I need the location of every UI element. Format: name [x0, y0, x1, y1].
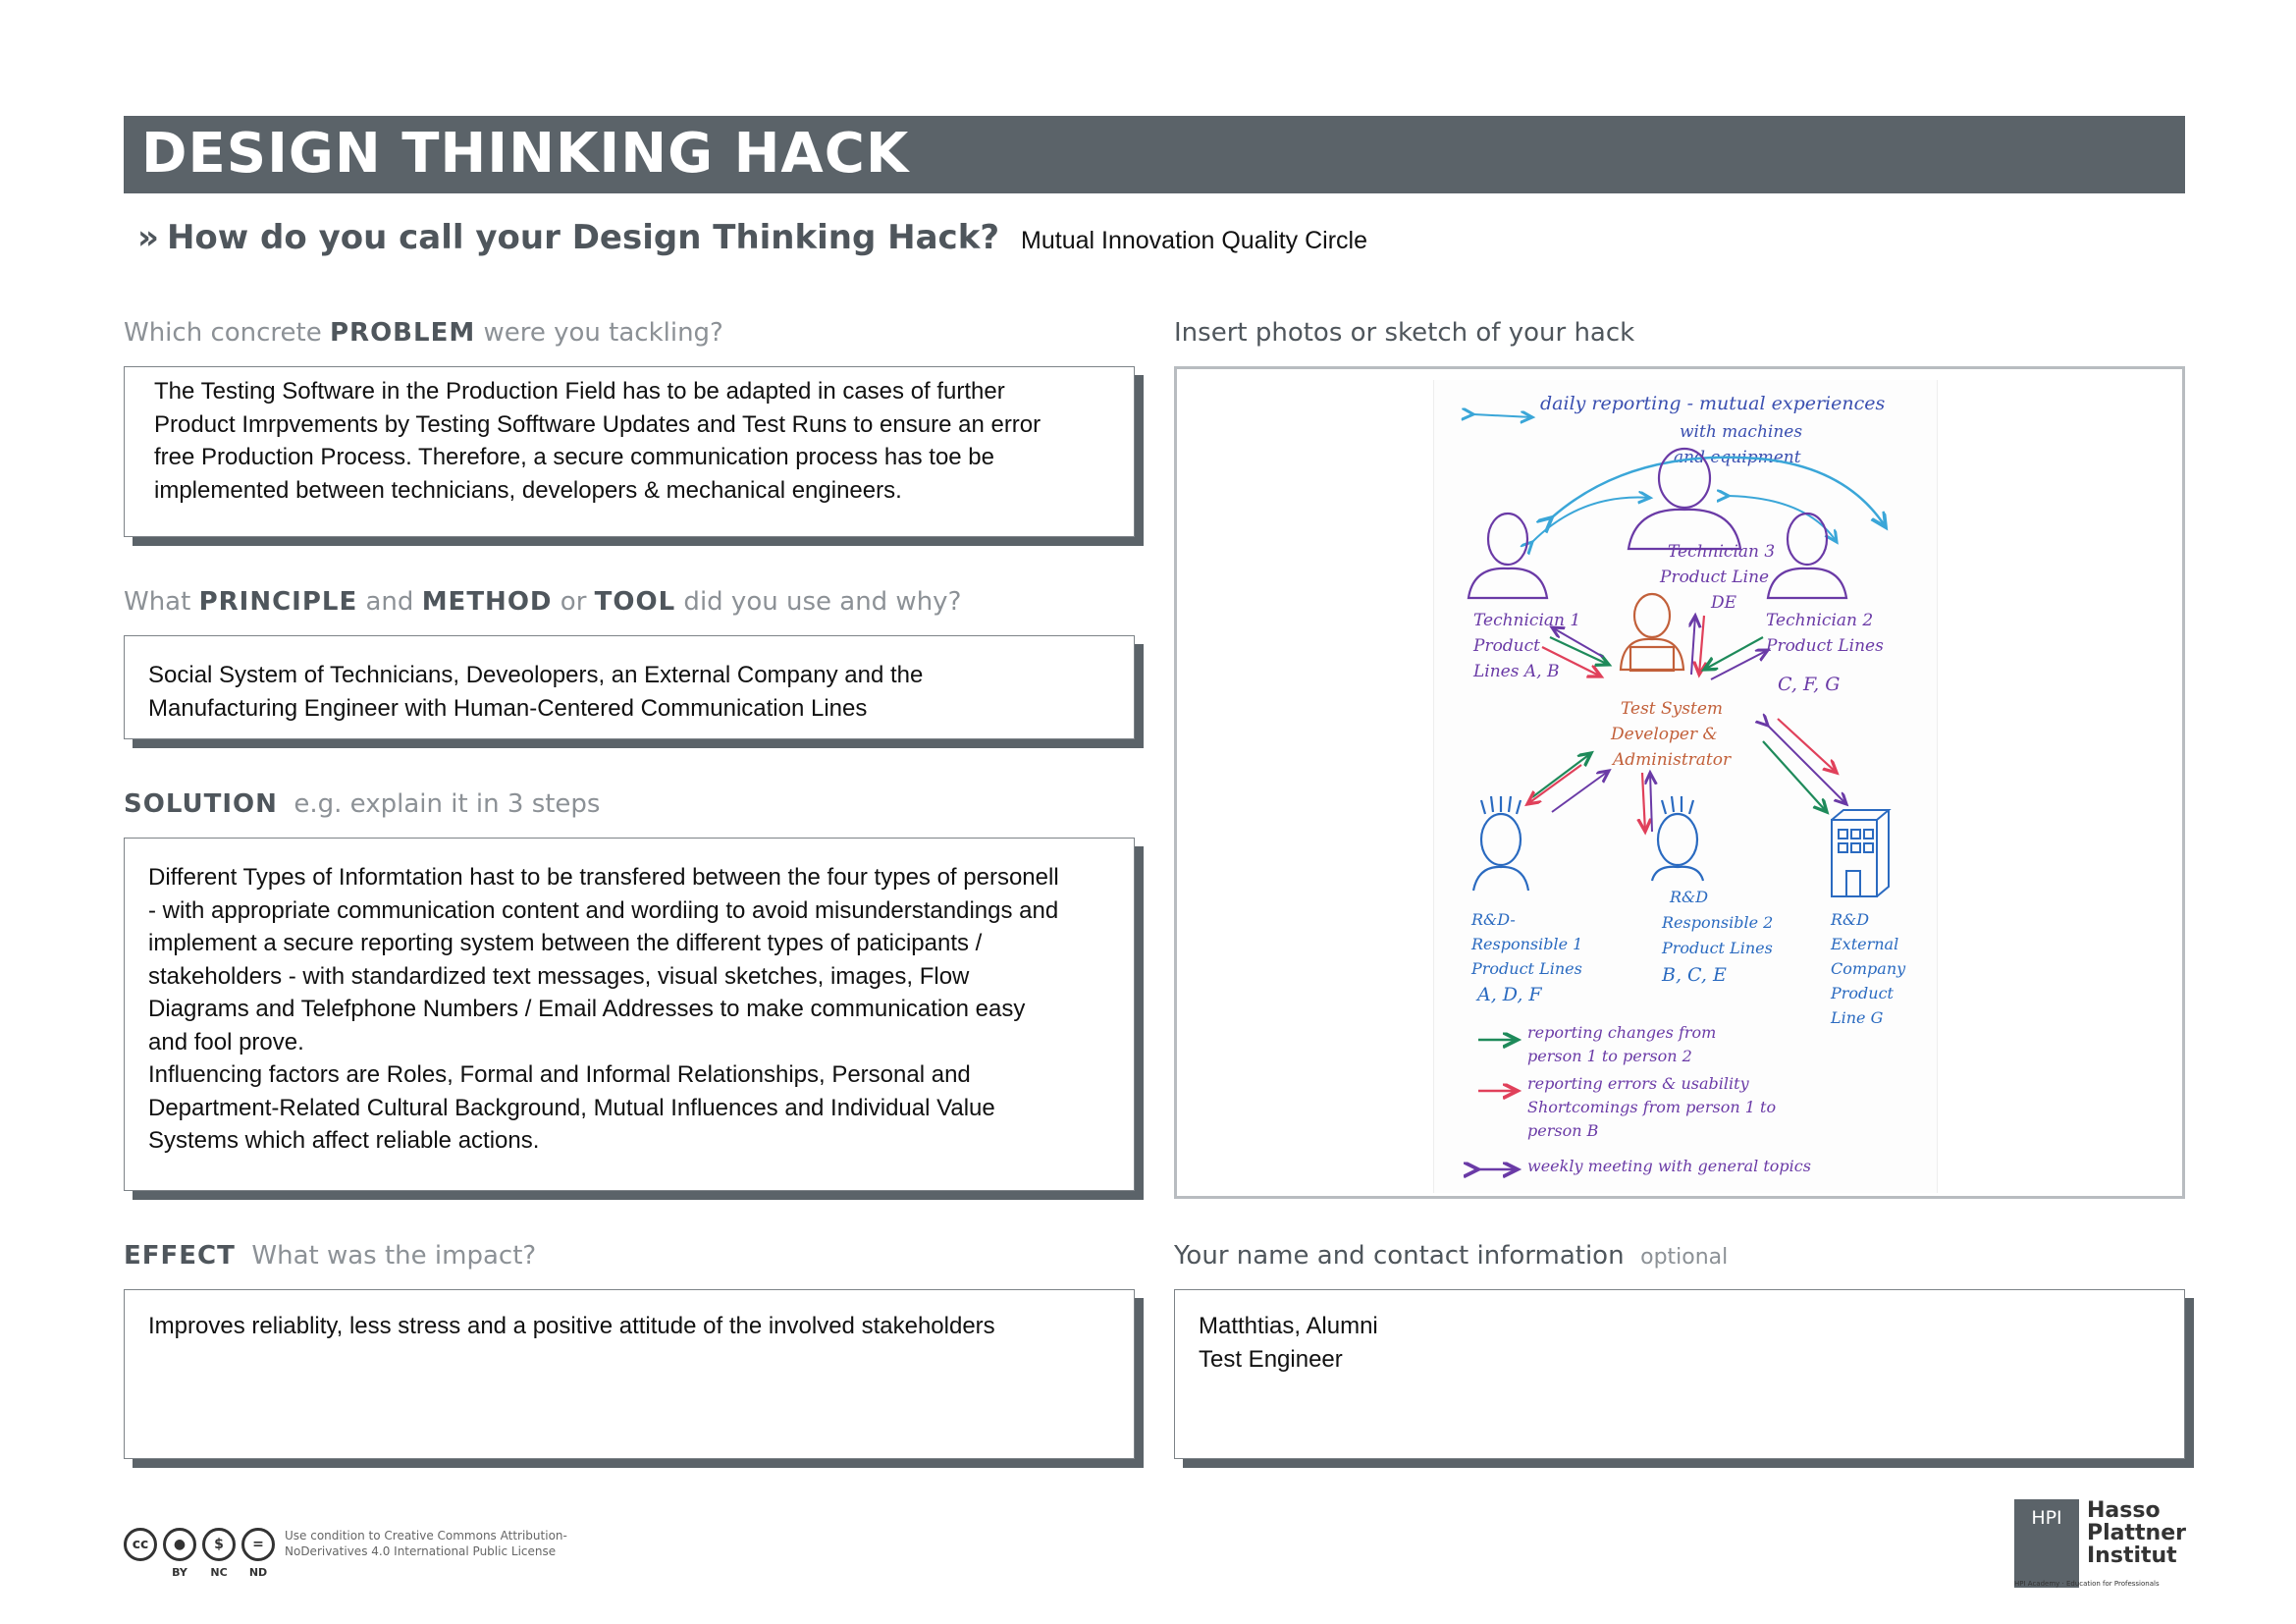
svg-text:Developer &: Developer & [1610, 725, 1718, 744]
sketch-person-technician-1 [1467, 512, 1549, 600]
sketch-arc-left [1532, 498, 1650, 542]
svg-text:Technician 1: Technician 1 [1473, 611, 1580, 630]
hpi-logo-tagline: HPI Academy · Education for Professional… [2014, 1580, 2160, 1588]
cc-icon: cc [124, 1528, 157, 1561]
svg-text:Technician 2: Technician 2 [1766, 611, 1873, 630]
principle-text: Social System of Technicians, Deveoloper… [148, 662, 924, 722]
svg-text:reporting changes from: reporting changes from [1527, 1023, 1716, 1042]
problem-box[interactable]: The Testing Software in the Production F… [124, 366, 1135, 537]
svg-text:reporting errors & usability: reporting errors & usability [1527, 1074, 1750, 1093]
contact-box[interactable]: Matthtias, Alumni Test Engineer [1174, 1289, 2185, 1459]
svg-text:R&D: R&D [1669, 888, 1708, 906]
svg-text:Responsible 2: Responsible 2 [1661, 913, 1773, 932]
contact-line-2: Test Engineer [1199, 1346, 1343, 1373]
svg-text:Technician 3: Technician 3 [1668, 542, 1775, 562]
chevron-right-icon: » [137, 218, 159, 257]
svg-text:person B: person B [1527, 1121, 1599, 1140]
solution-box[interactable]: Different Types of Informtation hast to … [124, 838, 1135, 1191]
sketch-person-rd-1 [1471, 795, 1530, 892]
svg-text:External: External [1830, 935, 1898, 953]
svg-text:Product: Product [1830, 984, 1895, 1002]
sketch-arc-top [1552, 456, 1886, 527]
svg-text:Responsible 1: Responsible 1 [1470, 935, 1582, 953]
svg-text:Product Lines: Product Lines [1470, 959, 1582, 978]
hack-name-value: Mutual Innovation Quality Circle [1021, 227, 1367, 254]
svg-text:Shortcomings from person 1 to: Shortcomings from person 1 to [1527, 1098, 1776, 1116]
sketch-note-daily-reporting: daily reporting - mutual experiences wit… [1473, 393, 1885, 467]
svg-text:Product Lines: Product Lines [1765, 636, 1884, 656]
svg-text:Product Line: Product Line [1659, 568, 1769, 587]
contact-line-1: Matthtias, Alumni [1199, 1313, 1378, 1339]
problem-text: The Testing Software in the Production F… [154, 378, 1041, 504]
sketch-person-developer [1619, 592, 1685, 673]
svg-text:Company: Company [1831, 959, 1906, 978]
sketch-person-technician-2 [1766, 512, 1848, 600]
svg-text:C, F, G: C, F, G [1778, 674, 1840, 695]
svg-text:Line G: Line G [1830, 1008, 1884, 1027]
cc-nc-icon: $NC [202, 1528, 236, 1579]
sketch-person-technician-3 [1627, 447, 1742, 551]
hpi-logo-name: Hasso Plattner Institut [2087, 1498, 2186, 1568]
svg-text:DE: DE [1710, 593, 1737, 613]
effect-text: Improves reliablity, less stress and a p… [148, 1313, 995, 1339]
hpi-logo: HPI Hasso Plattner Institut HPI Academy … [2014, 1499, 2191, 1588]
svg-text:Product Lines: Product Lines [1661, 939, 1773, 957]
cc-icons: cc ●BY $NC =ND [124, 1528, 275, 1579]
solution-label: SOLUTION e.g. explain it in 3 steps [124, 789, 601, 819]
hpi-logo-box: HPI [2014, 1499, 2079, 1588]
problem-label: Which concrete PROBLEM were you tackling… [124, 318, 723, 348]
title-banner: DESIGN THINKING HACK [124, 116, 2185, 193]
license-text: Use condition to Creative Commons Attrib… [285, 1529, 567, 1558]
svg-text:B, C, E: B, C, E [1661, 964, 1727, 986]
effect-box[interactable]: Improves reliablity, less stress and a p… [124, 1289, 1135, 1459]
svg-text:person 1 to person 2: person 1 to person 2 [1527, 1047, 1692, 1065]
svg-text:weekly meeting with general to: weekly meeting with general topics [1527, 1157, 1811, 1175]
svg-text:with machines: with machines [1680, 422, 1802, 442]
solution-text: Different Types of Informtation hast to … [148, 864, 1059, 1154]
cc-nd-icon: =ND [241, 1528, 275, 1579]
svg-text:A, D, F: A, D, F [1475, 984, 1542, 1005]
contact-label: Your name and contact information option… [1174, 1241, 1729, 1271]
hack-name-question: How do you call your Design Thinking Hac… [166, 218, 1000, 257]
principle-label: What PRINCIPLE and METHOD or TOOL did yo… [124, 587, 962, 617]
svg-text:Administrator: Administrator [1611, 750, 1732, 770]
sketch-legend: reporting changes from person 1 to perso… [1478, 1023, 1811, 1175]
svg-text:Lines A, B: Lines A, B [1472, 662, 1559, 681]
svg-text:R&D-: R&D- [1470, 910, 1516, 929]
sketch-person-rd-2 [1650, 795, 1705, 882]
hack-name-row: » How do you call your Design Thinking H… [137, 218, 1367, 261]
hack-sketch: daily reporting - mutual experiences wit… [1433, 380, 1938, 1193]
effect-label: EFFECT What was the impact? [124, 1241, 537, 1271]
svg-text:Product: Product [1472, 636, 1540, 656]
svg-text:Test System: Test System [1621, 699, 1723, 719]
principle-box[interactable]: Social System of Technicians, Deveoloper… [124, 635, 1135, 739]
cc-by-icon: ●BY [163, 1528, 196, 1579]
svg-text:R&D: R&D [1830, 910, 1869, 929]
license-footer: cc ●BY $NC =ND Use condition to Creative… [124, 1528, 579, 1579]
page-title: DESIGN THINKING HACK [141, 122, 910, 186]
photos-label: Insert photos or sketch of your hack [1174, 318, 1635, 348]
sketch-drawing: daily reporting - mutual experiences wit… [1434, 393, 1906, 1193]
svg-text:daily reporting - mutual exper: daily reporting - mutual experiences [1540, 393, 1885, 414]
sketch-arc-right [1729, 496, 1837, 542]
sketch-building-icon [1831, 809, 1892, 897]
